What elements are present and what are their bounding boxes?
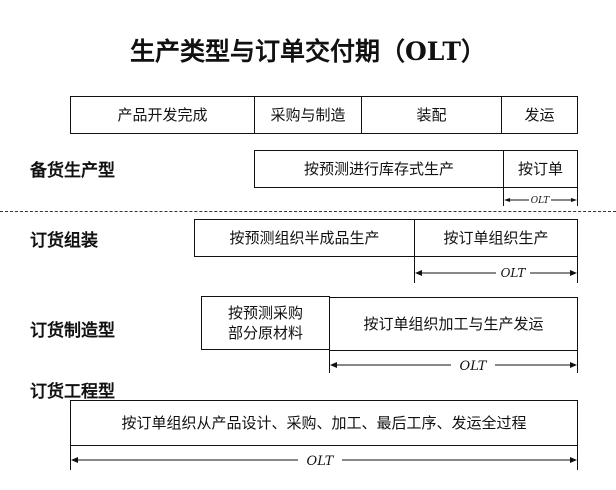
ato-forecast-box: 按预测组织半成品生产 bbox=[194, 219, 415, 257]
mto-olt-label: OLT bbox=[460, 359, 488, 374]
mts-olt-label: OLT bbox=[531, 196, 551, 206]
stage-shipping: 发运 bbox=[501, 96, 578, 134]
stage-product-development: 产品开发完成 bbox=[70, 96, 255, 134]
eto-order-box: 按订单组织从产品设计、采购、加工、最后工序、发运全过程 bbox=[70, 400, 578, 446]
stage-assembly: 装配 bbox=[361, 96, 502, 134]
mts-olt-arrow: OLT bbox=[503, 188, 578, 206]
eto-olt-label: OLT bbox=[307, 454, 335, 469]
diagram-title: 生产类型与订单交付期（OLT） bbox=[130, 37, 486, 66]
ato-olt-arrow: OLT bbox=[414, 257, 578, 283]
mto-olt-arrow: OLT bbox=[329, 351, 578, 374]
stage-procurement-manufacturing: 采购与制造 bbox=[254, 96, 362, 134]
mto-forecast-box: 按预测采购 部分原材料 bbox=[201, 296, 330, 350]
row-label-make-to-stock: 备货生产型 bbox=[30, 161, 115, 181]
mto-order-box: 按订单组织加工与生产发运 bbox=[329, 297, 578, 351]
divider-dashed-line bbox=[0, 211, 616, 212]
mts-order-box: 按订单 bbox=[503, 150, 578, 188]
row-label-assemble-to-order: 订货组装 bbox=[30, 231, 98, 251]
ato-olt-label: OLT bbox=[501, 266, 527, 280]
row-label-engineer-to-order: 订货工程型 bbox=[30, 382, 115, 402]
eto-olt-arrow: OLT bbox=[70, 446, 578, 470]
row-label-make-to-order: 订货制造型 bbox=[30, 321, 115, 341]
ato-order-box: 按订单组织生产 bbox=[414, 219, 578, 257]
mts-forecast-box: 按预测进行库存式生产 bbox=[254, 150, 504, 188]
